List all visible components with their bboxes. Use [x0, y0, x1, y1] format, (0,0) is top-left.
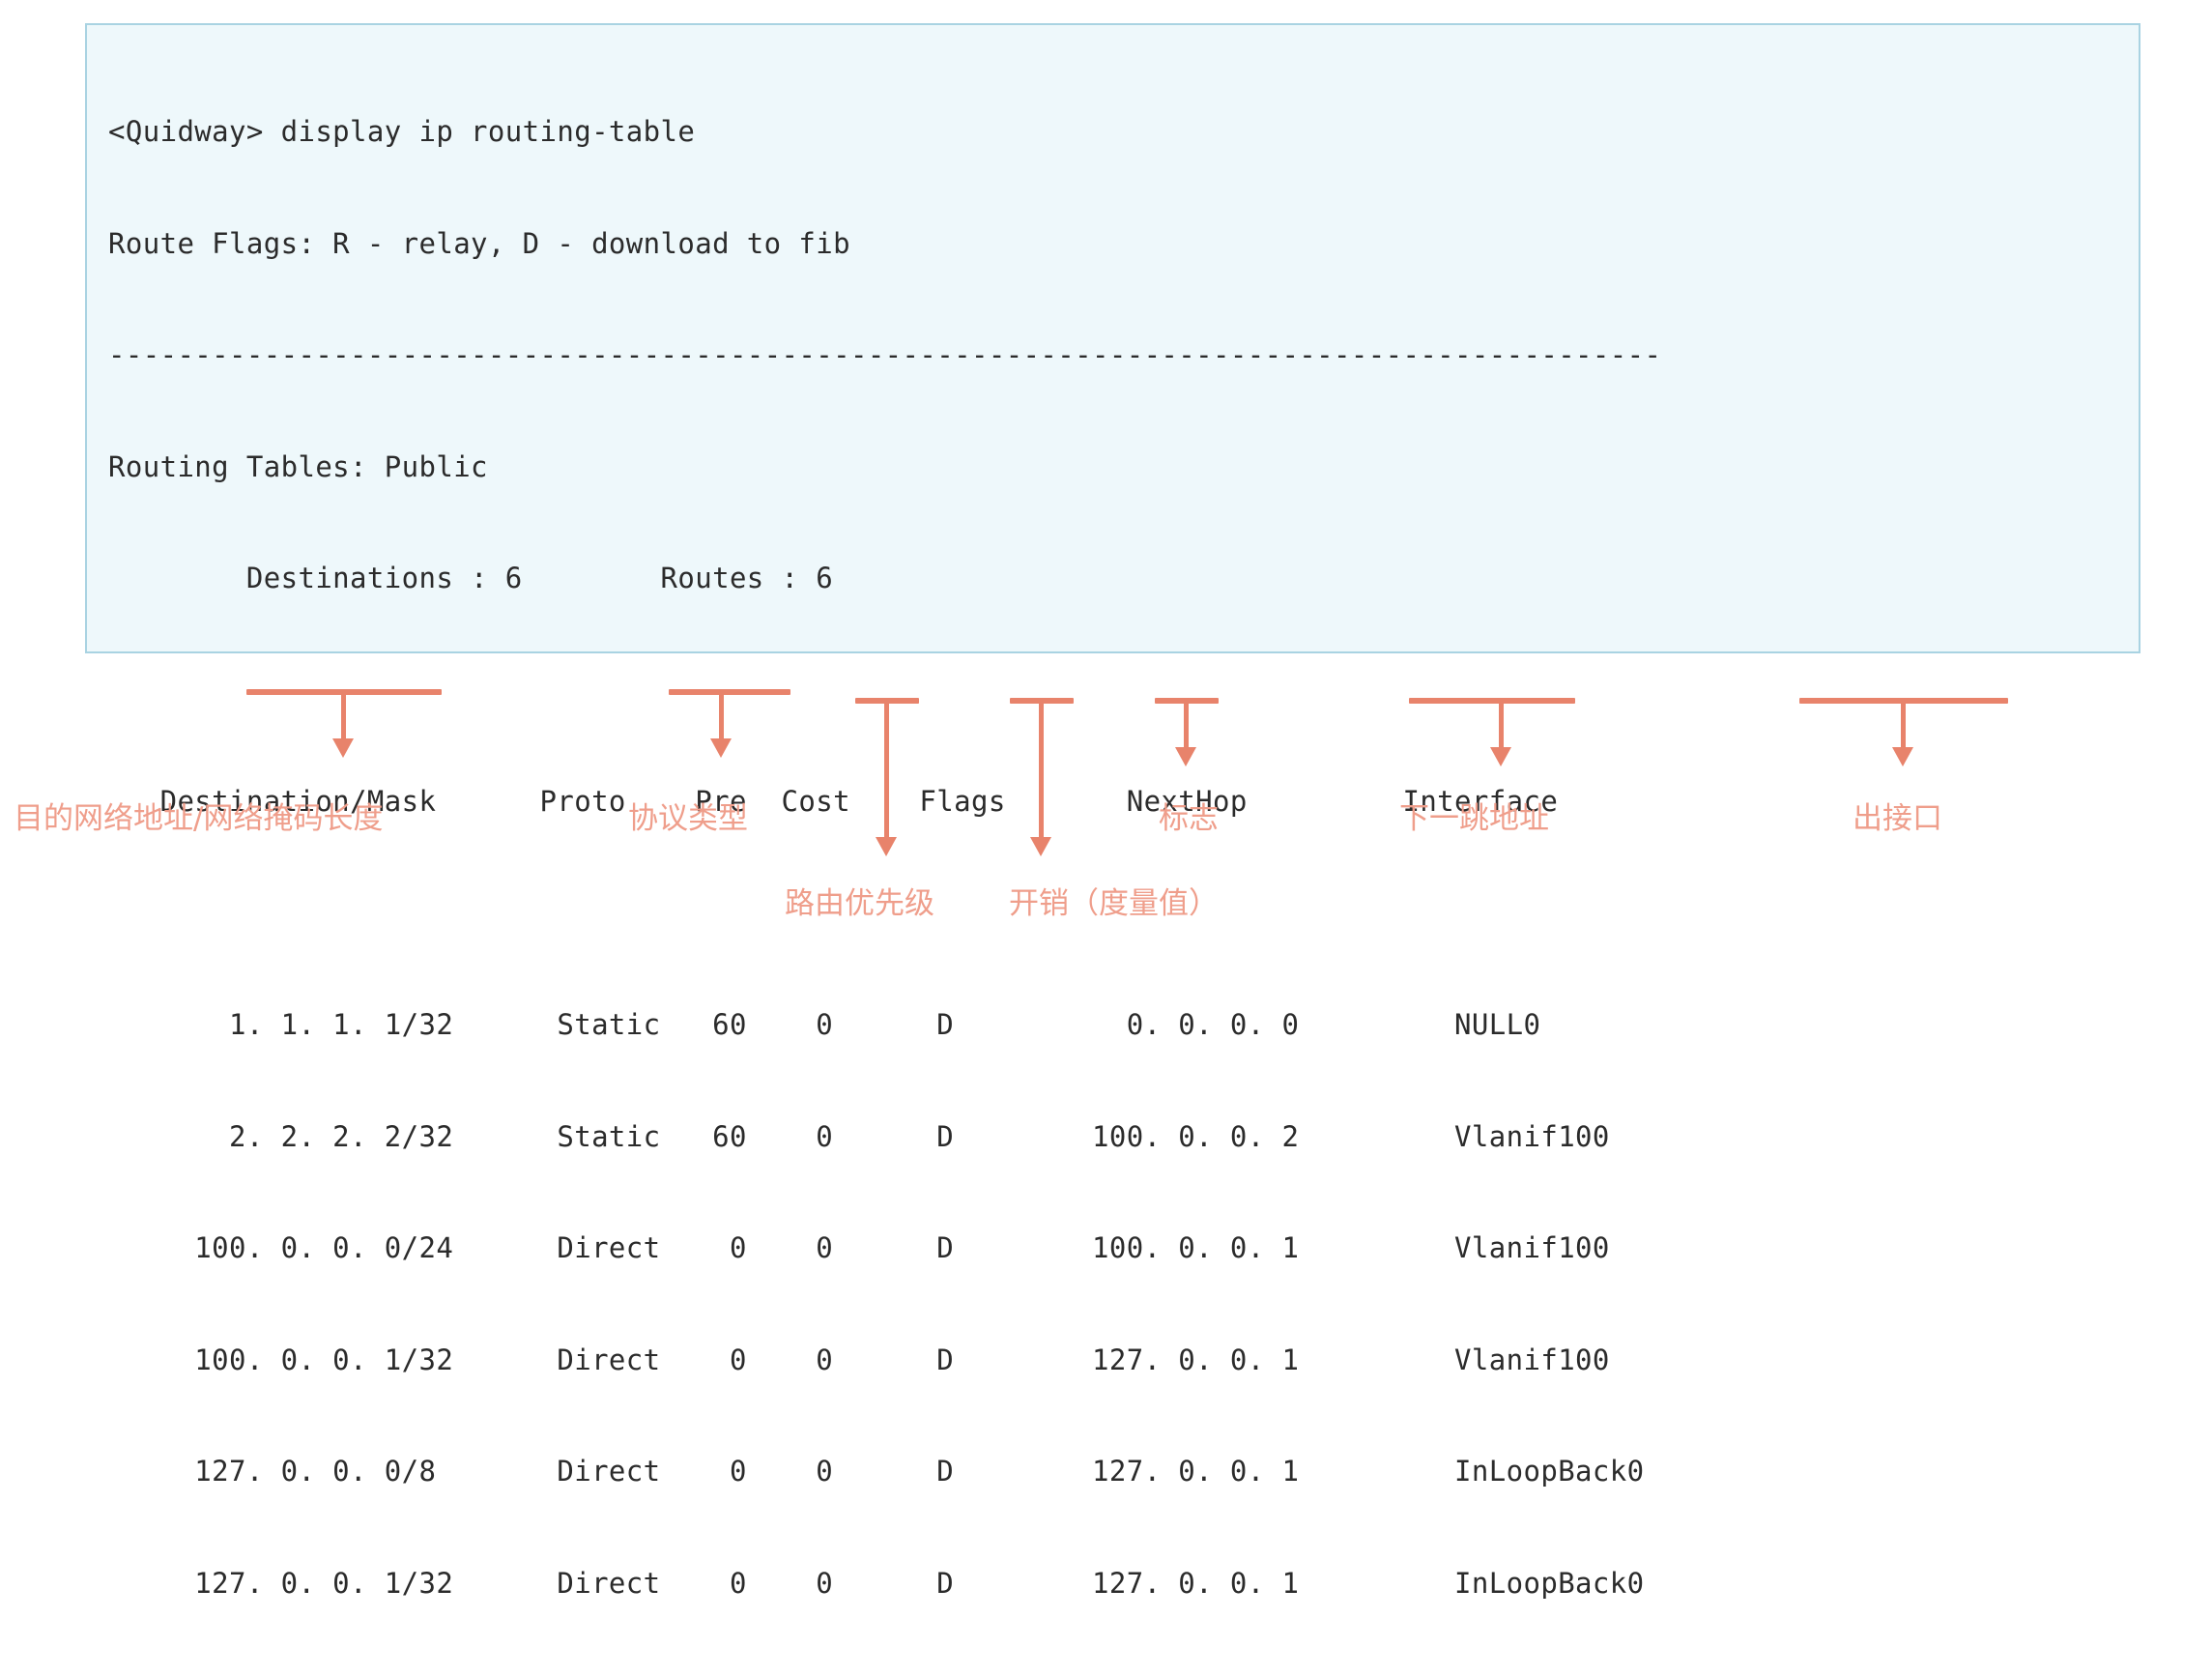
annotation-stem [1901, 704, 1906, 752]
terminal-text-block: <Quidway> display ip routing-table Route… [108, 39, 1661, 1676]
command-prompt-line: <Quidway> display ip routing-table [108, 115, 696, 148]
routing-tables-line: Routing Tables: Public [108, 449, 488, 483]
spacer-line [108, 672, 1661, 709]
table-row: 127. 0. 0. 0/8 Direct 0 0 D 127. 0. 0. 1… [108, 1455, 1645, 1488]
table-row: 100. 0. 0. 1/32 Direct 0 0 D 127. 0. 0. … [108, 1343, 1610, 1376]
table-row: 1. 1. 1. 1/32 Static 60 0 D 0. 0. 0. 0 N… [108, 1008, 1541, 1041]
annotation-bar [1799, 698, 2008, 704]
separator-rule: ----------------------------------------… [108, 338, 1662, 371]
table-header-line: Destination/Mask Proto Pre Cost Flags Ne… [108, 785, 1559, 818]
route-flags-line: Route Flags: R - relay, D - download to … [108, 226, 850, 260]
routing-table-output-panel: <Quidway> display ip routing-table Route… [85, 23, 2140, 1600]
summary-counts-line: Destinations : 6 Routes : 6 [108, 562, 834, 594]
table-row: 100. 0. 0. 0/24 Direct 0 0 D 100. 0. 0. … [108, 1231, 1610, 1264]
annotation-label: 出接口 [1853, 801, 1942, 836]
table-row: 2. 2. 2. 2/32 Static 60 0 D 100. 0. 0. 2… [108, 1119, 1610, 1153]
table-row: 127. 0. 0. 1/32 Direct 0 0 D 127. 0. 0. … [108, 1566, 1645, 1600]
arrow-down-icon [1892, 747, 1913, 766]
spacer-line-2 [108, 895, 1661, 933]
